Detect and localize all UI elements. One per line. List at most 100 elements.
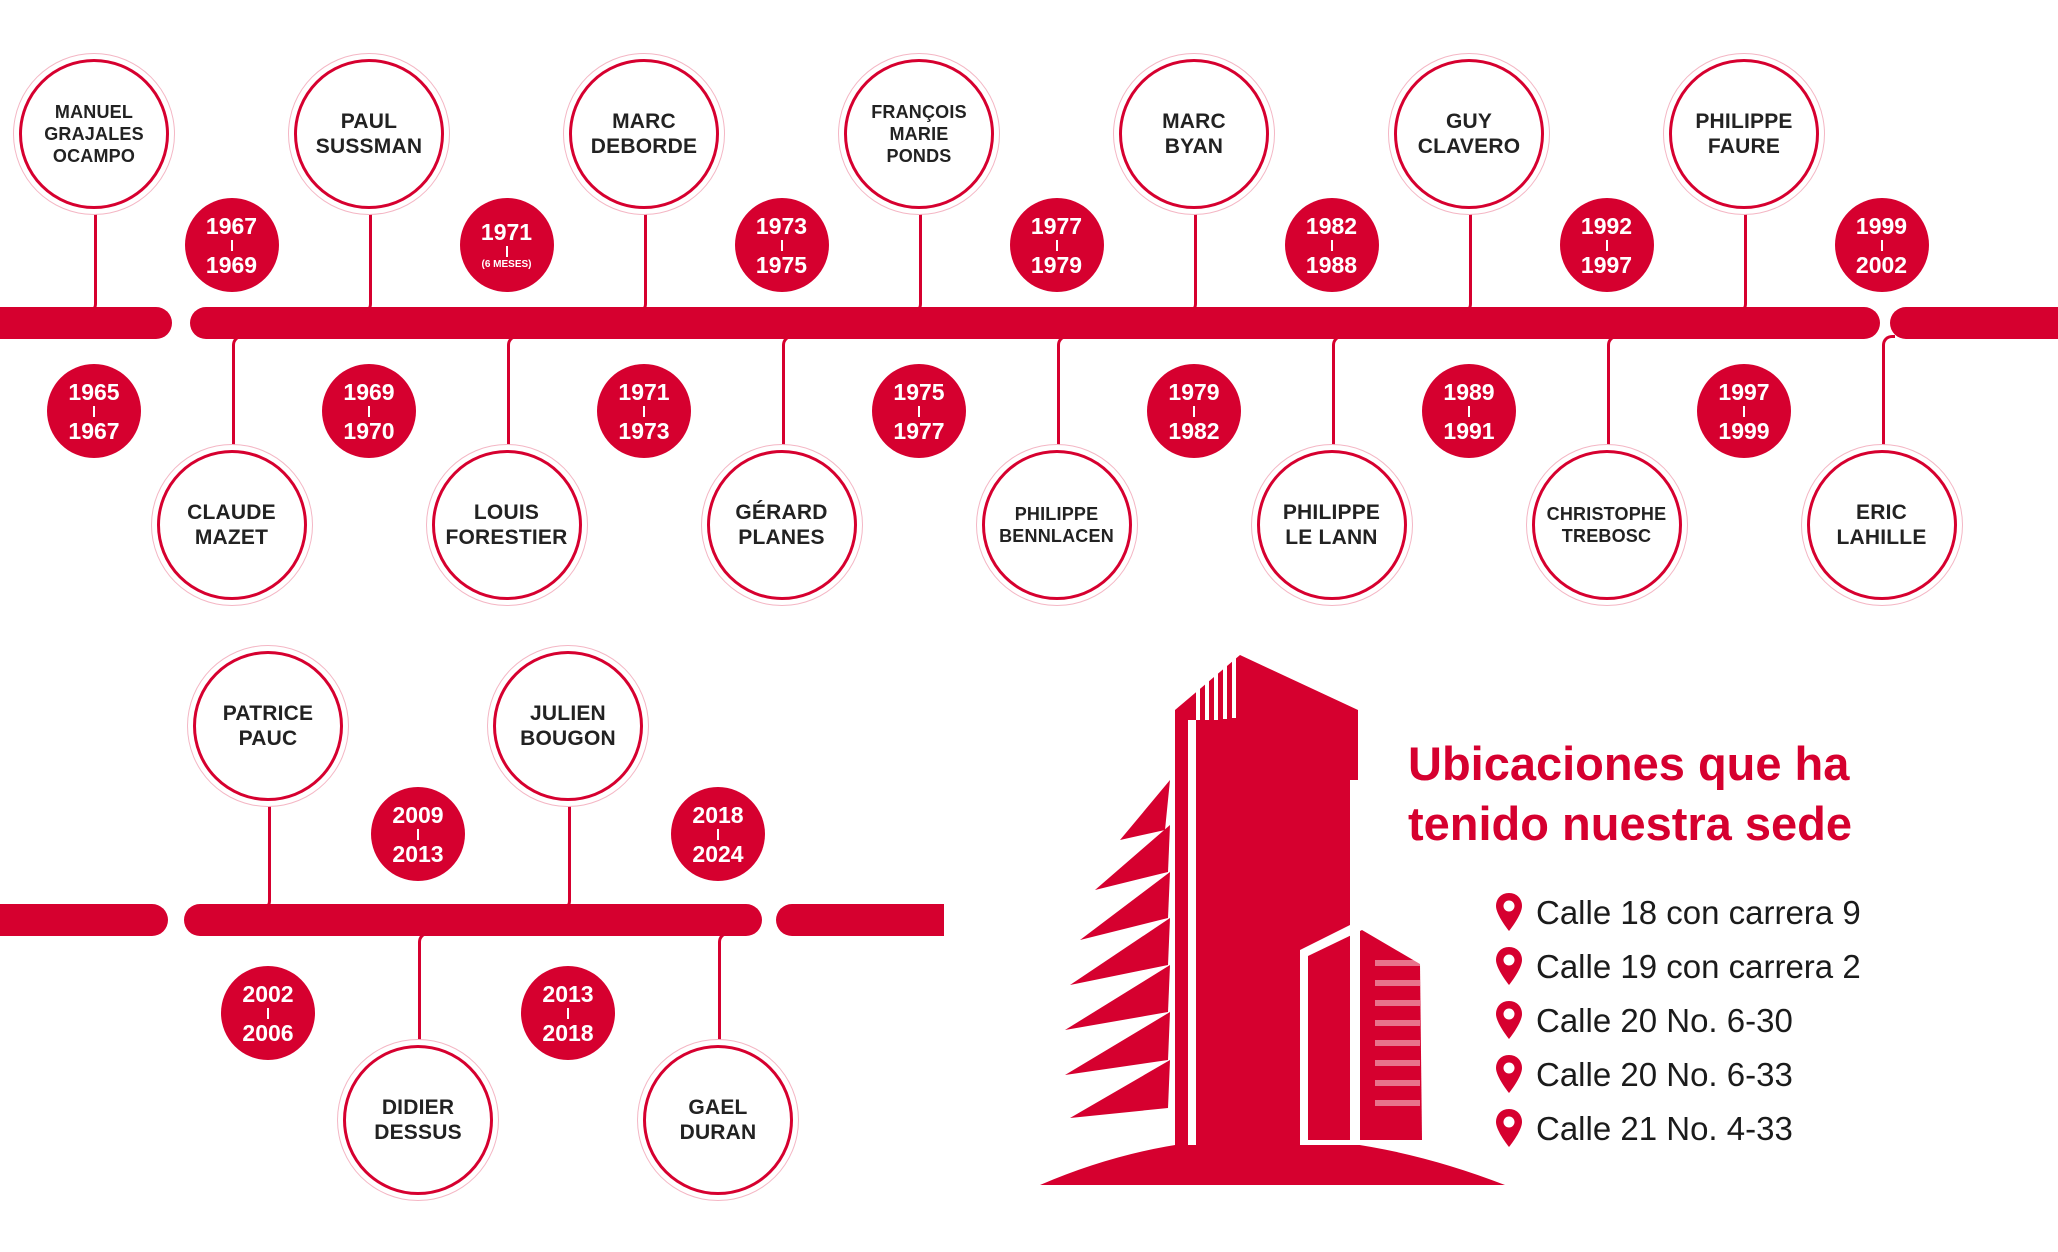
location-pin-icon: [1496, 947, 1522, 985]
director-name-circle: LOUIS FORESTIER: [431, 450, 582, 600]
year-start: 1982: [1305, 212, 1358, 239]
director-name: PAUL SUSSMAN: [315, 110, 423, 158]
director-name: PHILIPPE FAURE: [1695, 110, 1793, 158]
connector-line: [84, 209, 97, 314]
year-start: 1975: [893, 378, 945, 405]
director-name-circle: ERIC LAHILLE: [1806, 450, 1957, 600]
director-name-circle: CLAUDE MAZET: [156, 450, 307, 600]
timeline-bar: [776, 904, 944, 936]
year-badge: 1997 1999: [1697, 364, 1791, 458]
address-text: Calle 18 con carrera 9: [1536, 894, 1861, 931]
director-name: MARC BYAN: [1162, 110, 1226, 158]
year-badge: 1982 1988: [1284, 198, 1379, 292]
connector-line: [506, 335, 520, 453]
location-pin-icon: [1496, 1001, 1522, 1039]
address-text: Calle 20 No. 6-30: [1536, 1002, 1793, 1039]
connector-line: [781, 335, 795, 453]
year-separator: [417, 828, 419, 840]
year-separator: [567, 1007, 569, 1019]
year-start: 1971: [480, 218, 533, 245]
director-name: FRANÇOIS MARIE PONDS: [871, 102, 967, 166]
year-start: 2018: [692, 801, 744, 828]
connector-line: [1459, 209, 1472, 314]
location-pin-icon: [1496, 1055, 1522, 1093]
director-name: GÉRARD PLANES: [735, 501, 828, 549]
timeline-bar: [190, 307, 1880, 339]
year-end: 1967: [68, 417, 120, 444]
director-name-circle: PHILIPPE FAURE: [1669, 59, 1819, 209]
director-name: DIDIER DESSUS: [374, 1096, 462, 1144]
year-start: 2002: [242, 980, 294, 1007]
year-end: 1999: [1718, 417, 1770, 444]
director-name: PATRICE PAUC: [222, 702, 314, 750]
year-end: 1991: [1443, 417, 1495, 444]
year-badge: 1965 1967: [47, 364, 141, 458]
year-start: 1965: [68, 378, 120, 405]
year-separator: [643, 405, 645, 417]
year-separator: [1880, 239, 1883, 251]
year-start: 1977: [1030, 212, 1083, 239]
connector-line: [1734, 209, 1747, 314]
director-name: CHRISTOPHE TREBOSC: [1546, 504, 1667, 546]
year-start: 2009: [392, 801, 444, 828]
director-name: MANUEL GRAJALES OCAMPO: [44, 102, 144, 166]
year-start: 1967: [205, 212, 258, 239]
timeline-bar: [184, 904, 762, 936]
sede-title: Ubicaciones que ha tenido nuestra sede: [1408, 737, 1852, 850]
connector-line: [1056, 335, 1070, 453]
director-name: PHILIPPE BENNLACEN: [999, 504, 1114, 546]
year-badge: 1977 1979: [1009, 198, 1104, 292]
director-name-circle: CHRISTOPHE TREBOSC: [1531, 450, 1682, 600]
address-item: Calle 20 No. 6-33: [1496, 1048, 1861, 1102]
year-separator: [505, 245, 508, 257]
director-name: GUY CLAVERO: [1417, 110, 1521, 158]
address-list: Calle 18 con carrera 9 Calle 19 con carre…: [1496, 886, 1861, 1156]
director-name: MARC DEBORDE: [590, 110, 698, 158]
year-start: 1989: [1443, 378, 1495, 405]
director-name: ERIC LAHILLE: [1836, 501, 1927, 549]
director-name-circle: MARC DEBORDE: [569, 59, 719, 209]
year-end: 2018: [542, 1019, 594, 1046]
address-text: Calle 19 con carrera 2: [1536, 948, 1861, 985]
year-separator: [1055, 239, 1058, 251]
year-separator: [368, 405, 370, 417]
connector-line: [718, 932, 731, 1048]
director-name-circle: PHILIPPE BENNLACEN: [981, 450, 1132, 600]
location-pin-icon: [1496, 1109, 1522, 1147]
year-end: 1975: [755, 251, 808, 278]
director-name-circle: FRANÇOIS MARIE PONDS: [844, 59, 994, 209]
connector-line: [909, 209, 922, 314]
building-icon: [1040, 655, 1505, 1185]
year-end: 1997: [1580, 251, 1633, 278]
address-item: Calle 20 No. 6-30: [1496, 994, 1861, 1048]
connector-line: [1881, 335, 1895, 453]
year-start: 1973: [755, 212, 808, 239]
year-start: 1997: [1718, 378, 1770, 405]
address-text: Calle 20 No. 6-33: [1536, 1056, 1793, 1093]
year-start: 1979: [1168, 378, 1220, 405]
year-separator: [230, 239, 233, 251]
year-end: 1988: [1305, 251, 1358, 278]
year-separator: [1193, 405, 1195, 417]
year-badge: 1989 1991: [1422, 364, 1516, 458]
year-separator: [1468, 405, 1470, 417]
year-end: 1979: [1030, 251, 1083, 278]
director-name-circle: DIDIER DESSUS: [343, 1045, 493, 1195]
connector-line: [1331, 335, 1345, 453]
year-end: 1982: [1168, 417, 1220, 444]
director-name-circle: MARC BYAN: [1119, 59, 1269, 209]
address-item: Calle 19 con carrera 2: [1496, 940, 1861, 994]
year-separator: [1743, 405, 1745, 417]
connector-line: [258, 801, 271, 911]
year-badge: 1971(6 MESES): [459, 198, 554, 292]
director-name: LOUIS FORESTIER: [445, 501, 568, 549]
year-start: 1971: [618, 378, 670, 405]
